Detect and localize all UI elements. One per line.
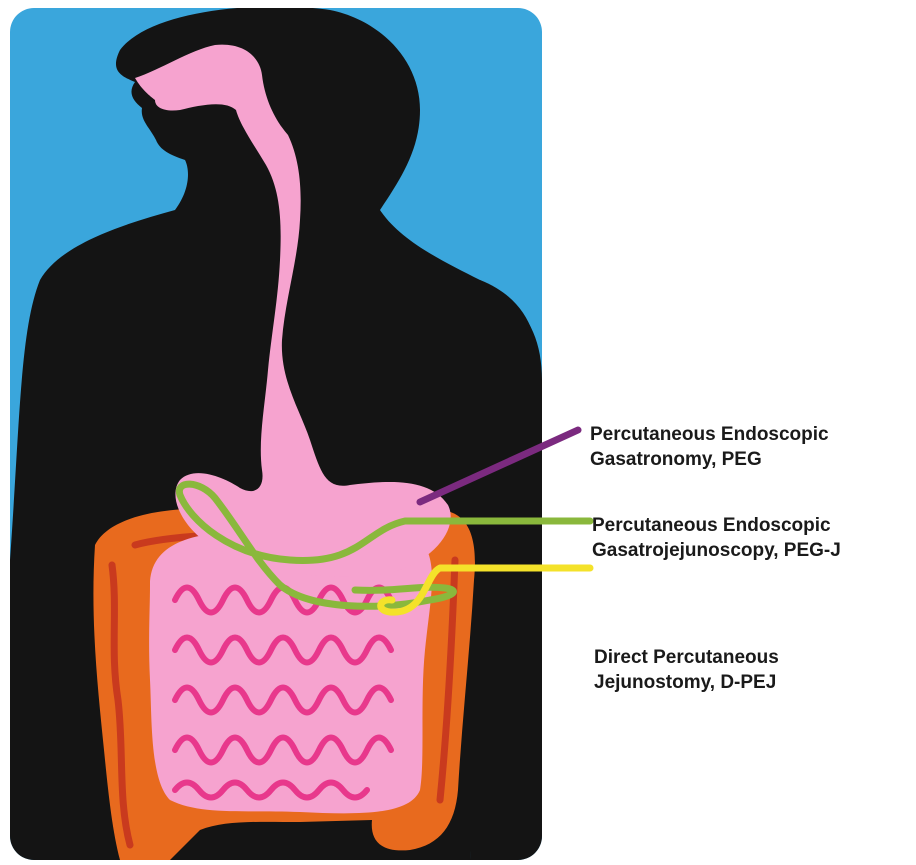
label-peg-j: Percutaneous Endoscopic Gasatrojejunosco… — [592, 513, 841, 563]
label-peg: Percutaneous Endoscopic Gasatronomy, PEG — [590, 422, 829, 472]
label-peg-j-line1: Percutaneous Endoscopic — [592, 513, 841, 538]
label-peg-line1: Percutaneous Endoscopic — [590, 422, 829, 447]
label-d-pej: Direct Percutaneous Jejunostomy, D-PEJ — [594, 645, 779, 695]
label-d-pej-line2: Jejunostomy, D-PEJ — [594, 670, 779, 695]
label-peg-j-line2: Gasatrojejunoscopy, PEG-J — [592, 538, 841, 563]
small-intestine — [149, 532, 432, 814]
label-d-pej-line1: Direct Percutaneous — [594, 645, 779, 670]
label-peg-line2: Gasatronomy, PEG — [590, 447, 829, 472]
